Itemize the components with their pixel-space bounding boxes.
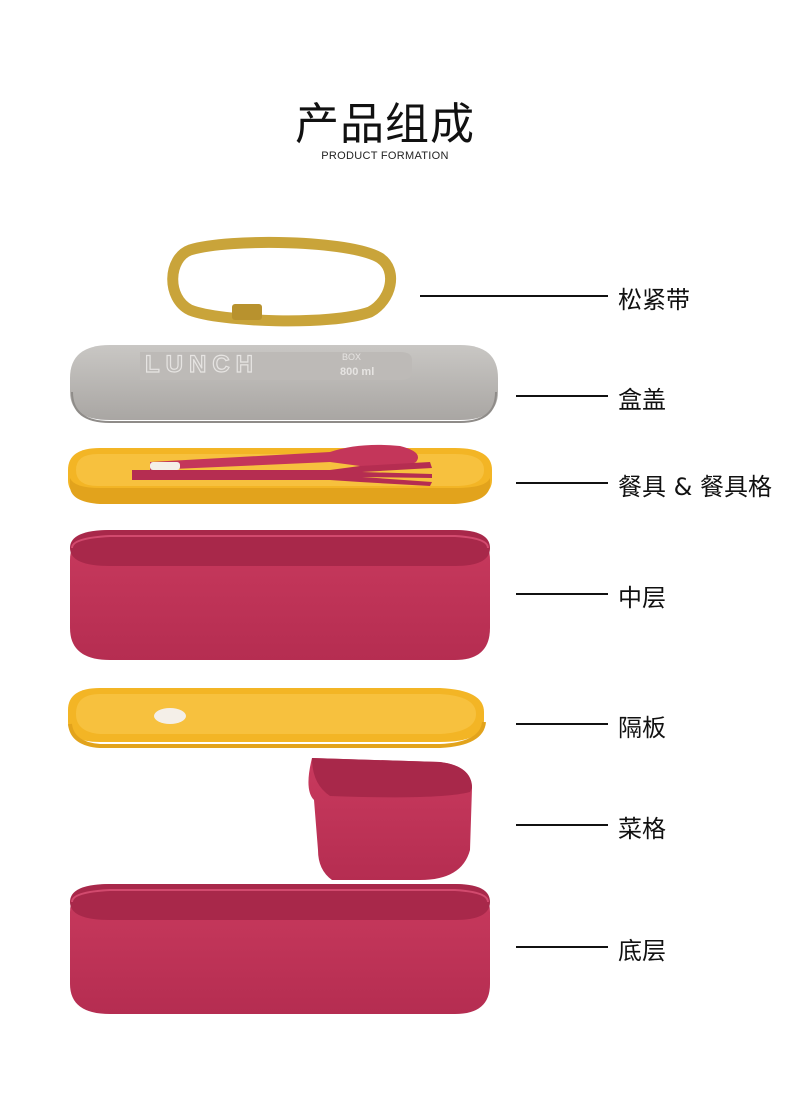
lid-capacity-text: 800 ml (340, 366, 374, 378)
vegetable-compartment (308, 758, 472, 880)
part-label-veg: 菜格 (618, 815, 666, 843)
divider-plate (68, 688, 486, 748)
label-lid: 盒盖 (0, 376, 790, 416)
leader-line (516, 395, 608, 397)
label-veg: 菜格 (0, 805, 790, 845)
label-cutlery: 餐具 & 餐具格 (0, 463, 790, 503)
label-divider: 隔板 (0, 704, 790, 744)
cutlery-tray (68, 444, 492, 504)
leader-line (516, 946, 608, 948)
part-label-middle: 中层 (618, 584, 666, 612)
part-label-divider: 隔板 (618, 714, 666, 742)
bottom-layer (70, 884, 490, 1014)
label-middle: 中层 (0, 574, 790, 614)
page-subtitle: PRODUCT FORMATION (321, 150, 449, 162)
lid-brand-text: LUNCH (145, 351, 259, 378)
leader-line (516, 593, 608, 595)
leader-line (420, 295, 608, 297)
middle-layer (70, 530, 490, 660)
label-bottom: 底层 (0, 927, 790, 967)
part-label-lid: 盒盖 (618, 386, 666, 414)
part-label-strap: 松紧带 (618, 286, 690, 314)
part-label-bottom: 底层 (618, 937, 666, 965)
lid-box-text: BOX (342, 352, 361, 362)
part-label-cutlery: 餐具 & 餐具格 (618, 473, 772, 501)
leader-line (516, 482, 608, 484)
label-strap: 松紧带 (0, 276, 790, 316)
leader-line (516, 723, 608, 725)
leader-line (516, 824, 608, 826)
page-title: 产品组成 (295, 99, 475, 150)
elastic-strap (167, 236, 396, 327)
lid: LUNCH BOX 800 ml (70, 345, 498, 423)
